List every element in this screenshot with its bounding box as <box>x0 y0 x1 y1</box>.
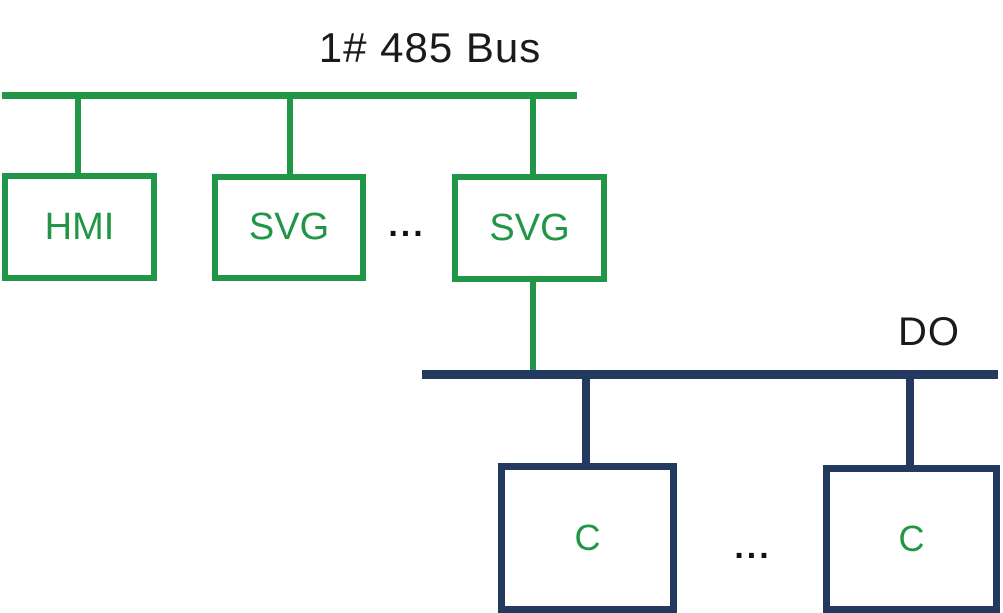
svg-node-1-label: SVG <box>248 206 330 248</box>
c-node-n-label: C <box>898 518 925 559</box>
c-node-n: C <box>823 465 1000 613</box>
hmi-node-label: HMI <box>44 205 115 248</box>
ellipsis-c-nodes: ... <box>734 528 772 566</box>
hmi-node: HMI <box>2 173 157 281</box>
connector-bus485-hmi <box>75 98 81 174</box>
ellipsis-svg-nodes: ... <box>388 206 426 244</box>
c-node-1-label: C <box>574 517 601 558</box>
connector-dobus-c1 <box>582 379 590 465</box>
connector-bus485-svg1 <box>287 98 293 174</box>
svg-node-n: SVG <box>452 174 607 282</box>
bus-485-line <box>2 92 577 99</box>
bus-do-label: DO <box>898 310 960 354</box>
connector-bus485-svg2 <box>530 98 536 174</box>
c-node-1: C <box>498 463 677 613</box>
bus-do-line <box>422 370 998 379</box>
svg-node-n-label: SVG <box>489 206 570 249</box>
bus-485-title: 1# 485 Bus <box>318 24 542 71</box>
connector-dobus-c2 <box>906 379 914 467</box>
connector-svg2-dobus <box>530 281 536 374</box>
